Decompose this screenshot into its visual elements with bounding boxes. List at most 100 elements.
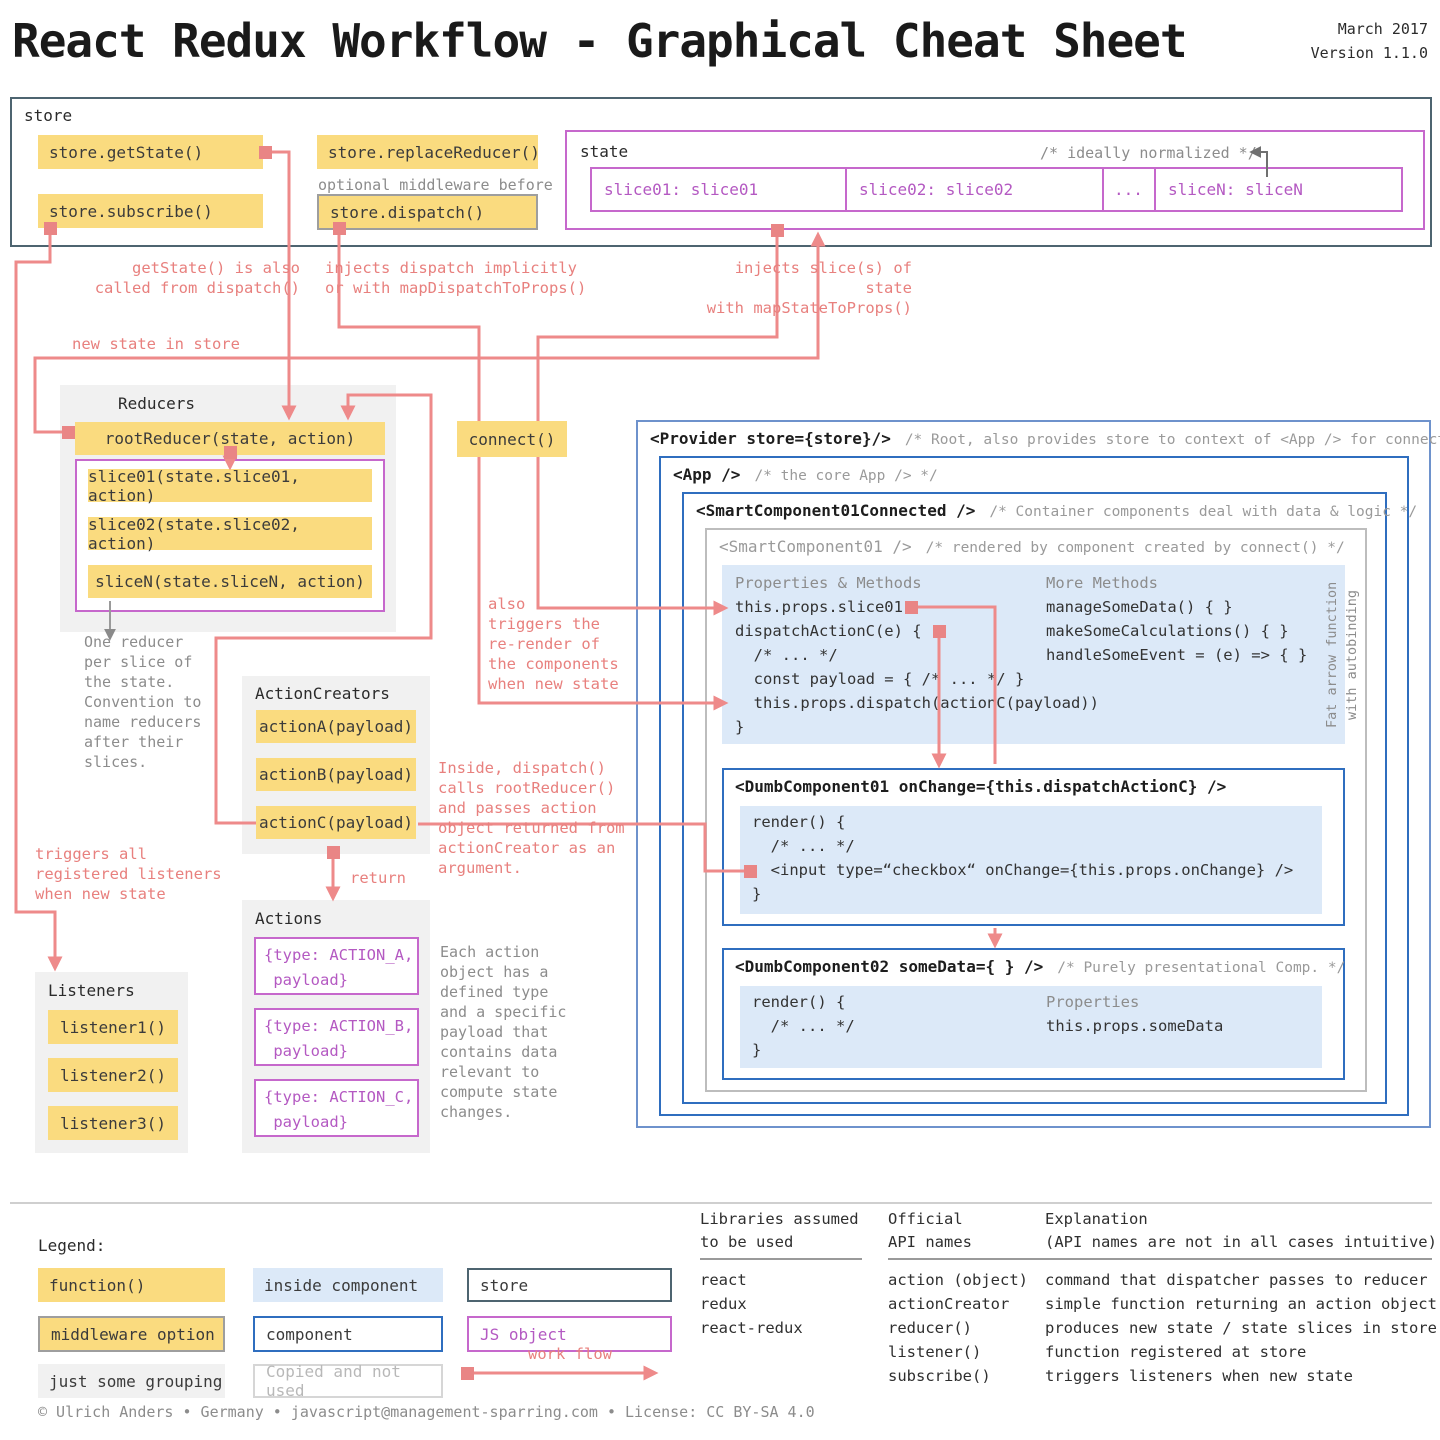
- props-code-line: this.props.dispatch(actionC(payload)): [735, 694, 1099, 712]
- api-explanation: command that dispatcher passes to reduce…: [1045, 1271, 1428, 1289]
- props-right-header: More Methods: [1046, 574, 1158, 592]
- smart-component-comment: /* rendered by component created by conn…: [925, 540, 1345, 556]
- props-code-line: dispatchActionC(e) {: [735, 622, 922, 640]
- header-version: Version 1.1.0: [1310, 44, 1428, 62]
- api-name: subscribe(): [888, 1367, 991, 1385]
- legend-grouping: just some grouping: [38, 1364, 225, 1398]
- action-line: payload}: [264, 1042, 348, 1060]
- libraries-rule: [700, 1258, 862, 1260]
- legend-workflow-label: work flow: [528, 1345, 612, 1363]
- connector-square: [461, 1367, 474, 1380]
- actions-title: Actions: [255, 909, 323, 928]
- library-item: react-redux: [700, 1319, 803, 1337]
- reducers-note: One reducer per slice of the state. Conv…: [84, 633, 202, 771]
- api-explanation: produces new state / state slices in sto…: [1045, 1319, 1437, 1337]
- newstate-annotation: new state in store: [72, 335, 240, 353]
- connect-box: connect(): [457, 421, 567, 457]
- smart-component-title-row: <SmartComponent01 /> /* rendered by comp…: [719, 537, 1345, 556]
- props-code-line: const payload = { /* ... */ }: [735, 670, 1025, 688]
- store-replacereducer-box: store.replaceReducer(): [317, 135, 540, 169]
- dumb2-code-block: [740, 986, 1322, 1068]
- legend-store: store: [467, 1268, 672, 1302]
- reducer-slice-box: slice02(state.slice02, action): [88, 515, 372, 553]
- action-creator-box: actionB(payload): [256, 758, 416, 791]
- app-tag: <App />: [673, 465, 741, 484]
- state-label: state: [580, 142, 629, 161]
- action-creator-box: actionA(payload): [256, 710, 416, 743]
- props-code-line: handleSomeEvent = (e) => { }: [1046, 646, 1308, 664]
- page-title: React Redux Workflow - Graphical Cheat S…: [12, 14, 1188, 68]
- listener-box: listener3(): [48, 1106, 178, 1140]
- props-code-line: /* ... */: [735, 646, 838, 664]
- provider-comment: /* Root, also provides store to context …: [904, 432, 1440, 448]
- action-line: payload}: [264, 1113, 348, 1131]
- dumb1-title-row: <DumbComponent01 onChange={this.dispatch…: [735, 777, 1226, 796]
- dumb2-code-line: /* ... */: [752, 1017, 855, 1035]
- store-subscribe-box: store.subscribe(): [38, 194, 263, 228]
- state-annotation: injects slice(s) of state with mapStateT…: [706, 259, 912, 317]
- dumb1-tag: <DumbComponent01 onChange={this.dispatch…: [735, 777, 1227, 796]
- provider-title-row: <Provider store={store}/> /* Root, also …: [650, 429, 1440, 448]
- dumb2-code-line: render() {: [752, 993, 846, 1011]
- api-explanation: function registered at store: [1045, 1343, 1307, 1361]
- store-dispatch-box: store.dispatch(): [317, 194, 538, 230]
- getstate-annotation: getState() is also called from dispatch(…: [94, 259, 300, 297]
- legend-jsobject: JS object: [467, 1316, 672, 1352]
- explanation-header: Explanation (API names are not in all ca…: [1045, 1210, 1437, 1251]
- dumb2-props-header: Properties: [1046, 993, 1140, 1011]
- state-normalized-comment: /* ideally normalized */: [1040, 144, 1257, 162]
- rerender-annotation: also triggers the re-render of the compo…: [488, 595, 619, 693]
- dumb2-props-line: this.props.someData: [1046, 1017, 1224, 1035]
- state-slices-row: slice01: slice01 slice02: slice02 ... sl…: [590, 167, 1403, 212]
- action-object-box: {type: ACTION_C, payload}: [254, 1079, 419, 1137]
- dumb2-tag: <DumbComponent02 someData={ } />: [735, 957, 1044, 976]
- header-date: March 2017: [1337, 20, 1428, 38]
- action-object-box: {type: ACTION_B, payload}: [254, 1008, 419, 1066]
- action-line: {type: ACTION_B,: [264, 1017, 414, 1035]
- smart-component-tag: <SmartComponent01 />: [719, 537, 912, 556]
- api-name: reducer(): [888, 1319, 972, 1337]
- app-comment: /* the core App /> */: [754, 468, 938, 484]
- root-reducer-box: rootReducer(state, action): [75, 422, 385, 455]
- state-slice-cell: sliceN: sliceN: [1154, 169, 1401, 210]
- library-item: redux: [700, 1295, 747, 1313]
- api-name: actionCreator: [888, 1295, 1010, 1313]
- legend-copied: Copied and not used: [253, 1362, 443, 1400]
- legend-title: Legend:: [38, 1236, 106, 1255]
- listener-box: listener1(): [48, 1010, 178, 1044]
- actions-note: Each action object has a defined type an…: [440, 943, 567, 1121]
- dumb1-code-line: /* ... */: [752, 837, 855, 855]
- action-creators-title: ActionCreators: [255, 684, 390, 703]
- dumb1-code-line: render() {: [752, 813, 846, 831]
- listener-box: listener2(): [48, 1058, 178, 1092]
- action-line: payload}: [264, 971, 348, 989]
- smart-connected-tag: <SmartComponent01Connected />: [696, 501, 976, 520]
- legend-function: function(): [38, 1268, 225, 1302]
- action-line: {type: ACTION_C,: [264, 1088, 414, 1106]
- libraries-header: Libraries assumed to be used: [700, 1210, 859, 1251]
- state-slice-ellipsis-cell: ...: [1102, 169, 1154, 210]
- api-name: action (object): [888, 1271, 1028, 1289]
- legend-middleware: middleware option: [38, 1316, 225, 1352]
- app-title-row: <App /> /* the core App /> */: [673, 465, 938, 484]
- api-header: Official API names: [888, 1210, 972, 1251]
- library-item: react: [700, 1271, 747, 1289]
- reducer-slice-box: sliceN(state.sliceN, action): [88, 565, 372, 598]
- legend-inside-component: inside component: [253, 1268, 443, 1302]
- dumb2-code-line: }: [752, 1041, 762, 1059]
- fat-arrow-note-line2: with autobinding: [1344, 589, 1360, 721]
- state-slice-cell: slice01: slice01: [604, 180, 759, 199]
- action-object-box: {type: ACTION_A, payload}: [254, 937, 419, 995]
- action-creator-box: actionC(payload): [256, 806, 416, 839]
- inside-dispatch-annotation: Inside, dispatch() calls rootReducer() a…: [438, 759, 625, 877]
- props-code-line: }: [735, 718, 745, 736]
- return-label: return: [350, 869, 406, 887]
- listeners-title: Listeners: [48, 981, 135, 1000]
- provider-tag: <Provider store={store}/>: [650, 429, 891, 448]
- state-slice-cell: slice02: slice02: [845, 169, 1102, 210]
- listeners-annotation: triggers all registered listeners when n…: [35, 845, 222, 903]
- reducers-title: Reducers: [118, 394, 196, 413]
- props-code-line: this.props.slice01: [735, 598, 903, 616]
- legend-component: component: [253, 1316, 443, 1352]
